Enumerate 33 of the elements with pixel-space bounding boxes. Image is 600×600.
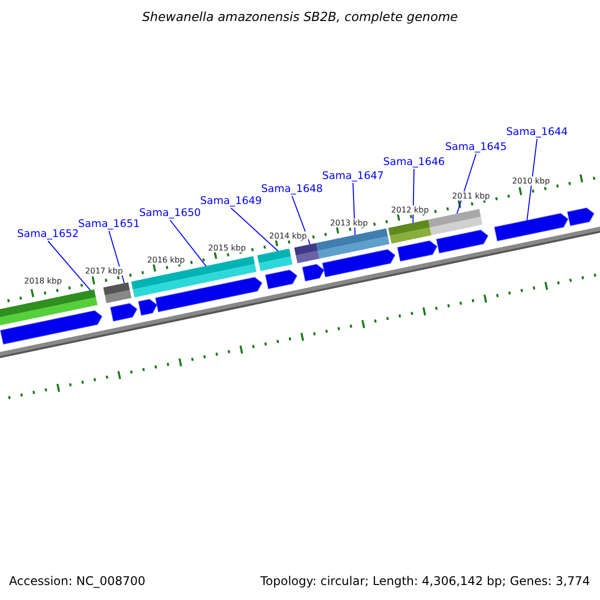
gene-label: Sama_1645 <box>445 141 507 153</box>
accession-text: Accession: NC_008700 <box>9 574 146 588</box>
feature-bar <box>388 220 432 244</box>
genome-info-text: Topology: circular; Length: 4,306,142 bp; Genes: 3,774 <box>260 574 590 588</box>
gene-label: Sama_1651 <box>78 218 140 230</box>
scale-label: 2015 kbp <box>207 244 247 252</box>
gene-label: Sama_1652 <box>17 228 79 240</box>
gene-label: Sama_1649 <box>200 195 262 207</box>
scale-label: 2014 kbp <box>268 232 308 240</box>
leader-line <box>170 220 206 267</box>
scale-label: 2018 kbp <box>23 276 63 286</box>
feature-bar <box>131 256 256 298</box>
scale-label: 2012 kbp <box>390 206 430 214</box>
leader-line <box>526 138 538 221</box>
scale-label: 2016 kbp <box>146 256 186 264</box>
feature-bar <box>257 248 292 271</box>
scale-label: 2010 kbp <box>511 176 551 186</box>
scale-label: 2011 kbp <box>451 192 491 200</box>
feature-bar <box>0 289 98 326</box>
leader-line <box>230 208 278 252</box>
gene-label: Sama_1650 <box>139 207 201 219</box>
gene-label: Sama_1646 <box>383 156 445 168</box>
scale-label: 2013 kbp <box>329 218 369 228</box>
gene-label: Sama_1647 <box>322 170 384 182</box>
scale-label: 2017 kbp <box>84 266 124 276</box>
gene-segment <box>494 213 568 242</box>
title: Shewanella amazonensis SB2B, complete genome <box>141 9 459 24</box>
feature-bar <box>103 282 132 304</box>
gene-label: Sama_1648 <box>261 183 323 195</box>
feature-bar <box>294 243 320 264</box>
feature-bar <box>316 228 390 259</box>
feature-bar <box>428 208 482 236</box>
gene-label: Sama_1644 <box>506 126 568 138</box>
